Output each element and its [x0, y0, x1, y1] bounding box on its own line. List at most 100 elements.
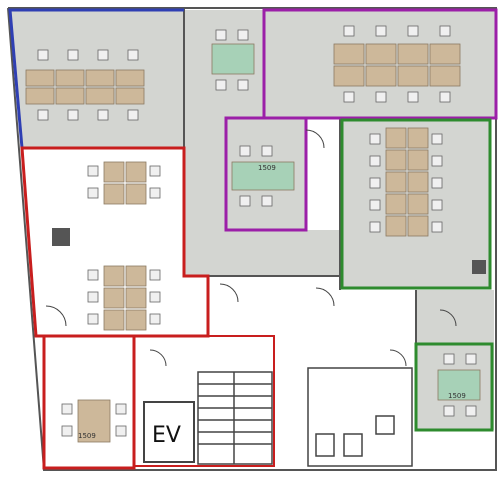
- chair: [67, 49, 79, 61]
- chair: [431, 199, 443, 211]
- desk: [407, 127, 429, 149]
- desk: [397, 65, 429, 87]
- desk: [385, 215, 407, 237]
- chair: [343, 91, 355, 103]
- chair: [407, 25, 419, 37]
- chair: [215, 79, 227, 91]
- purple-zone-meeting: [224, 116, 308, 232]
- desk: [333, 65, 365, 87]
- chair: [439, 25, 451, 37]
- chair: [149, 187, 161, 199]
- room-label: 1509: [448, 392, 466, 400]
- desk: [333, 43, 365, 65]
- desk: [407, 215, 429, 237]
- pillar: [472, 260, 486, 274]
- chair: [369, 133, 381, 145]
- meeting-table: [77, 399, 111, 443]
- chair: [215, 29, 227, 41]
- chairs: [37, 25, 477, 437]
- chair: [37, 109, 49, 121]
- green-zone-right: [340, 118, 492, 290]
- chair: [149, 165, 161, 177]
- meeting-table: [231, 161, 295, 191]
- chair: [431, 177, 443, 189]
- desk: [103, 265, 125, 287]
- meeting-table: [211, 43, 255, 75]
- chair: [127, 49, 139, 61]
- elevator-label: EV: [152, 423, 181, 448]
- chair: [343, 25, 355, 37]
- chair: [375, 91, 387, 103]
- chair: [439, 91, 451, 103]
- desk: [125, 183, 147, 205]
- restroom-area: [307, 367, 413, 467]
- chair: [465, 405, 477, 417]
- chair: [87, 269, 99, 281]
- desks: [25, 43, 461, 331]
- chair: [261, 195, 273, 207]
- meeting-tables: [77, 43, 481, 443]
- chair: [149, 313, 161, 325]
- chair: [237, 29, 249, 41]
- red-zone-bottom-left: [42, 334, 136, 470]
- chair: [239, 145, 251, 157]
- desk: [429, 43, 461, 65]
- desk: [103, 161, 125, 183]
- desk: [115, 87, 145, 105]
- chair: [67, 109, 79, 121]
- chair: [375, 25, 387, 37]
- desk: [407, 171, 429, 193]
- stair-core: [197, 371, 273, 465]
- desk: [397, 43, 429, 65]
- chair: [87, 291, 99, 303]
- desk: [55, 69, 85, 87]
- chair: [115, 425, 127, 437]
- room-label: 1509: [78, 432, 96, 440]
- chair: [369, 199, 381, 211]
- chair: [239, 195, 251, 207]
- chair: [87, 187, 99, 199]
- chair: [407, 91, 419, 103]
- desk: [125, 287, 147, 309]
- chair: [431, 221, 443, 233]
- chair: [149, 291, 161, 303]
- desk: [115, 69, 145, 87]
- meeting-table: [437, 369, 481, 401]
- desk: [407, 149, 429, 171]
- doors: [45, 129, 457, 367]
- chair: [369, 177, 381, 189]
- desk: [85, 69, 115, 87]
- chair: [127, 109, 139, 121]
- zone-center-bottom: [226, 230, 340, 276]
- red-zone-stair: [133, 335, 275, 467]
- chair: [97, 49, 109, 61]
- chair: [369, 221, 381, 233]
- chair: [261, 145, 273, 157]
- desk: [55, 87, 85, 105]
- chair: [87, 165, 99, 177]
- purple-zone-top-right: [262, 8, 498, 120]
- chair: [87, 313, 99, 325]
- chair: [115, 403, 127, 415]
- desk: [385, 193, 407, 215]
- chair: [431, 155, 443, 167]
- red-zone-left: [20, 146, 210, 338]
- desk: [103, 183, 125, 205]
- zone-center-left: [184, 118, 226, 276]
- room-label: 1509: [258, 164, 276, 172]
- desk: [125, 265, 147, 287]
- chair: [237, 79, 249, 91]
- desk: [407, 193, 429, 215]
- chair: [97, 109, 109, 121]
- zone-right-lower: [416, 290, 494, 344]
- desk: [103, 309, 125, 331]
- desk: [365, 65, 397, 87]
- chair: [431, 133, 443, 145]
- chair: [443, 405, 455, 417]
- chair: [149, 269, 161, 281]
- desk: [385, 171, 407, 193]
- chair: [465, 353, 477, 365]
- chair: [443, 353, 455, 365]
- chair: [61, 403, 73, 415]
